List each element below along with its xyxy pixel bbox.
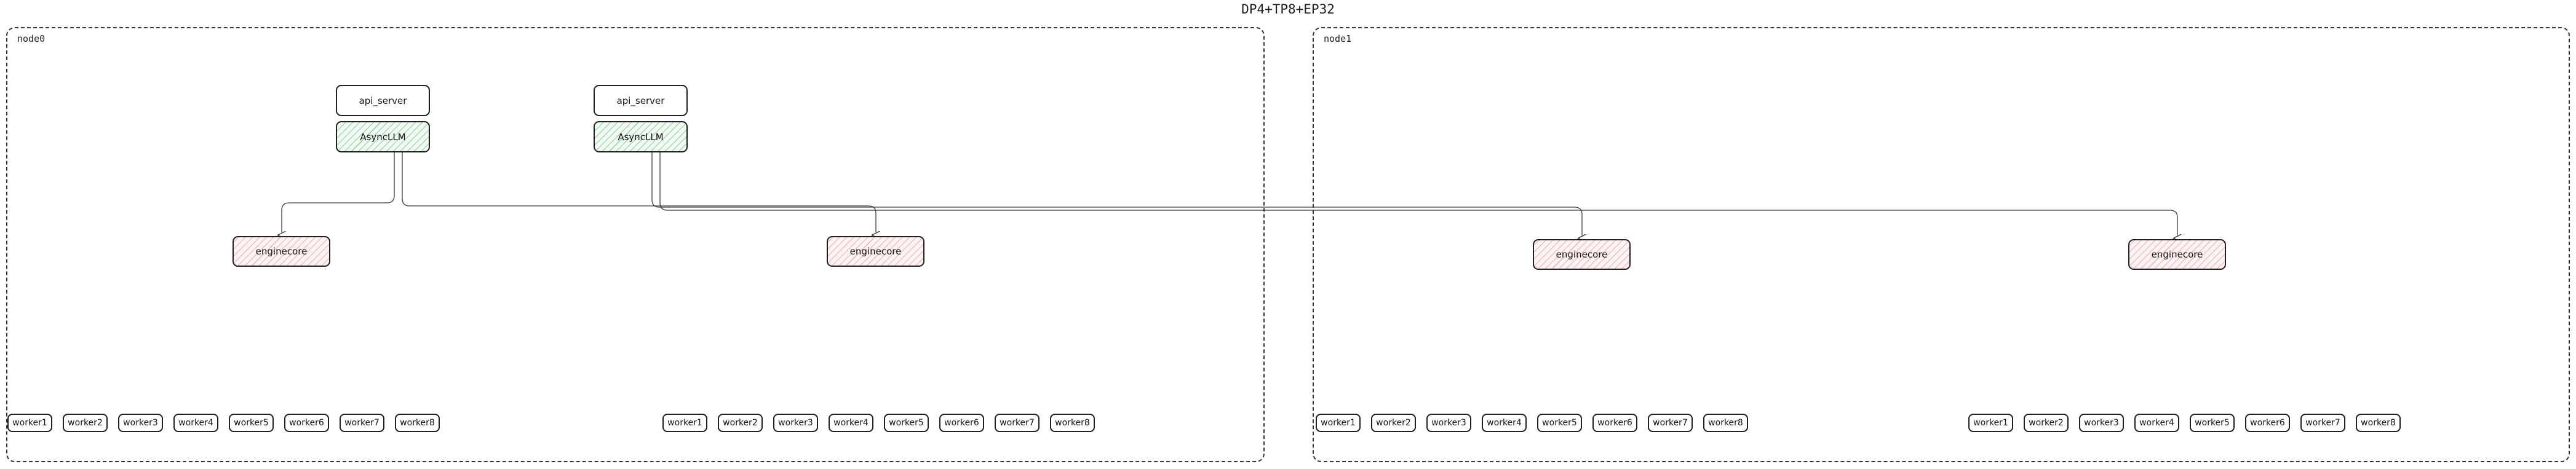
worker-node-wg1-6-label: worker6 xyxy=(944,418,979,428)
worker-node-wg0-5-label: worker5 xyxy=(234,418,269,428)
asyncllm-node-async0[interactable]: AsyncLLM xyxy=(336,121,430,152)
worker-node-wg2-6-label: worker6 xyxy=(1597,418,1632,428)
worker-node-wg1-2[interactable]: worker2 xyxy=(718,414,763,432)
worker-node-wg0-8[interactable]: worker8 xyxy=(395,414,440,432)
worker-node-wg2-4[interactable]: worker4 xyxy=(1482,414,1527,432)
cluster-label-node1: node1 xyxy=(1324,33,1352,44)
enginecore-node-ec3-label: enginecore xyxy=(2151,249,2203,260)
worker-node-wg2-3-label: worker3 xyxy=(1431,418,1466,428)
worker-node-wg3-8-label: worker8 xyxy=(2361,418,2396,428)
api-server-node-api1-label: api_server xyxy=(616,95,665,106)
worker-node-wg2-1-label: worker1 xyxy=(1321,418,1356,428)
worker-node-wg3-5[interactable]: worker5 xyxy=(2190,414,2235,432)
worker-node-wg1-6[interactable]: worker6 xyxy=(939,414,984,432)
worker-node-wg0-3-label: worker3 xyxy=(123,418,158,428)
asyncllm-node-async0-label: AsyncLLM xyxy=(360,131,406,143)
worker-node-wg2-8-label: worker8 xyxy=(1708,418,1743,428)
worker-node-wg0-5[interactable]: worker5 xyxy=(229,414,274,432)
worker-node-wg2-6[interactable]: worker6 xyxy=(1592,414,1637,432)
worker-node-wg3-3[interactable]: worker3 xyxy=(2079,414,2124,432)
worker-node-wg2-5-label: worker5 xyxy=(1542,418,1577,428)
worker-node-wg2-4-label: worker4 xyxy=(1487,418,1522,428)
enginecore-node-ec1[interactable]: enginecore xyxy=(827,236,924,267)
worker-node-wg1-1[interactable]: worker1 xyxy=(662,414,707,432)
worker-node-wg0-6[interactable]: worker6 xyxy=(284,414,329,432)
worker-node-wg0-3[interactable]: worker3 xyxy=(118,414,163,432)
enginecore-node-ec1-label: enginecore xyxy=(849,246,902,257)
worker-node-wg1-4[interactable]: worker4 xyxy=(829,414,873,432)
worker-node-wg1-2-label: worker2 xyxy=(723,418,758,428)
api-server-node-api1[interactable]: api_server xyxy=(594,85,688,116)
worker-node-wg3-2-label: worker2 xyxy=(2029,418,2064,428)
worker-node-wg2-1[interactable]: worker1 xyxy=(1316,414,1361,432)
worker-node-wg0-8-label: worker8 xyxy=(400,418,435,428)
node-cluster-node1: node1 xyxy=(1313,27,2570,462)
worker-node-wg3-5-label: worker5 xyxy=(2195,418,2230,428)
enginecore-node-ec0[interactable]: enginecore xyxy=(233,236,330,267)
worker-node-wg3-8[interactable]: worker8 xyxy=(2356,414,2401,432)
worker-node-wg0-7[interactable]: worker7 xyxy=(340,414,384,432)
api-server-node-api0[interactable]: api_server xyxy=(336,85,430,116)
worker-node-wg2-7-label: worker7 xyxy=(1653,418,1688,428)
worker-node-wg1-4-label: worker4 xyxy=(833,418,869,428)
worker-node-wg0-7-label: worker7 xyxy=(344,418,380,428)
worker-node-wg1-5-label: worker5 xyxy=(889,418,924,428)
enginecore-node-ec2-label: enginecore xyxy=(1556,249,1608,260)
worker-node-wg2-2-label: worker2 xyxy=(1376,418,1411,428)
worker-node-wg1-1-label: worker1 xyxy=(667,418,702,428)
worker-node-wg3-6[interactable]: worker6 xyxy=(2245,414,2290,432)
worker-node-wg0-6-label: worker6 xyxy=(289,418,324,428)
worker-node-wg0-4-label: worker4 xyxy=(178,418,213,428)
worker-node-wg1-8[interactable]: worker8 xyxy=(1050,414,1095,432)
api-server-node-api0-label: api_server xyxy=(359,95,407,106)
cluster-label-node0: node0 xyxy=(17,33,46,44)
worker-node-wg2-5[interactable]: worker5 xyxy=(1537,414,1582,432)
worker-node-wg2-8[interactable]: worker8 xyxy=(1703,414,1748,432)
worker-node-wg1-5[interactable]: worker5 xyxy=(884,414,929,432)
worker-node-wg1-7-label: worker7 xyxy=(1000,418,1035,428)
worker-node-wg0-4[interactable]: worker4 xyxy=(173,414,218,432)
node-cluster-node0: node0 xyxy=(6,27,1265,462)
worker-node-wg2-2[interactable]: worker2 xyxy=(1371,414,1416,432)
worker-node-wg0-2-label: worker2 xyxy=(68,418,103,428)
worker-node-wg1-3-label: worker3 xyxy=(778,418,813,428)
worker-node-wg3-3-label: worker3 xyxy=(2084,418,2119,428)
worker-node-wg3-6-label: worker6 xyxy=(2250,418,2285,428)
enginecore-node-ec0-label: enginecore xyxy=(255,246,308,257)
worker-node-wg3-7-label: worker7 xyxy=(2305,418,2340,428)
worker-node-wg3-4-label: worker4 xyxy=(2139,418,2174,428)
enginecore-node-ec3[interactable]: enginecore xyxy=(2128,239,2226,270)
worker-node-wg3-1-label: worker1 xyxy=(1973,418,2008,428)
worker-node-wg0-1[interactable]: worker1 xyxy=(7,414,52,432)
worker-node-wg3-7[interactable]: worker7 xyxy=(2300,414,2345,432)
worker-node-wg1-3[interactable]: worker3 xyxy=(773,414,818,432)
asyncllm-node-async1-label: AsyncLLM xyxy=(618,131,664,143)
worker-node-wg3-1[interactable]: worker1 xyxy=(1968,414,2013,432)
worker-node-wg1-7[interactable]: worker7 xyxy=(995,414,1040,432)
worker-node-wg2-7[interactable]: worker7 xyxy=(1648,414,1693,432)
worker-node-wg1-8-label: worker8 xyxy=(1055,418,1090,428)
asyncllm-node-async1[interactable]: AsyncLLM xyxy=(594,121,688,152)
page-title: DP4+TP8+EP32 xyxy=(1241,2,1335,17)
worker-node-wg0-2[interactable]: worker2 xyxy=(63,414,108,432)
worker-node-wg3-4[interactable]: worker4 xyxy=(2134,414,2179,432)
worker-node-wg0-1-label: worker1 xyxy=(12,418,47,428)
worker-node-wg2-3[interactable]: worker3 xyxy=(1426,414,1471,432)
enginecore-node-ec2[interactable]: enginecore xyxy=(1533,239,1631,270)
worker-node-wg3-2[interactable]: worker2 xyxy=(2024,414,2069,432)
